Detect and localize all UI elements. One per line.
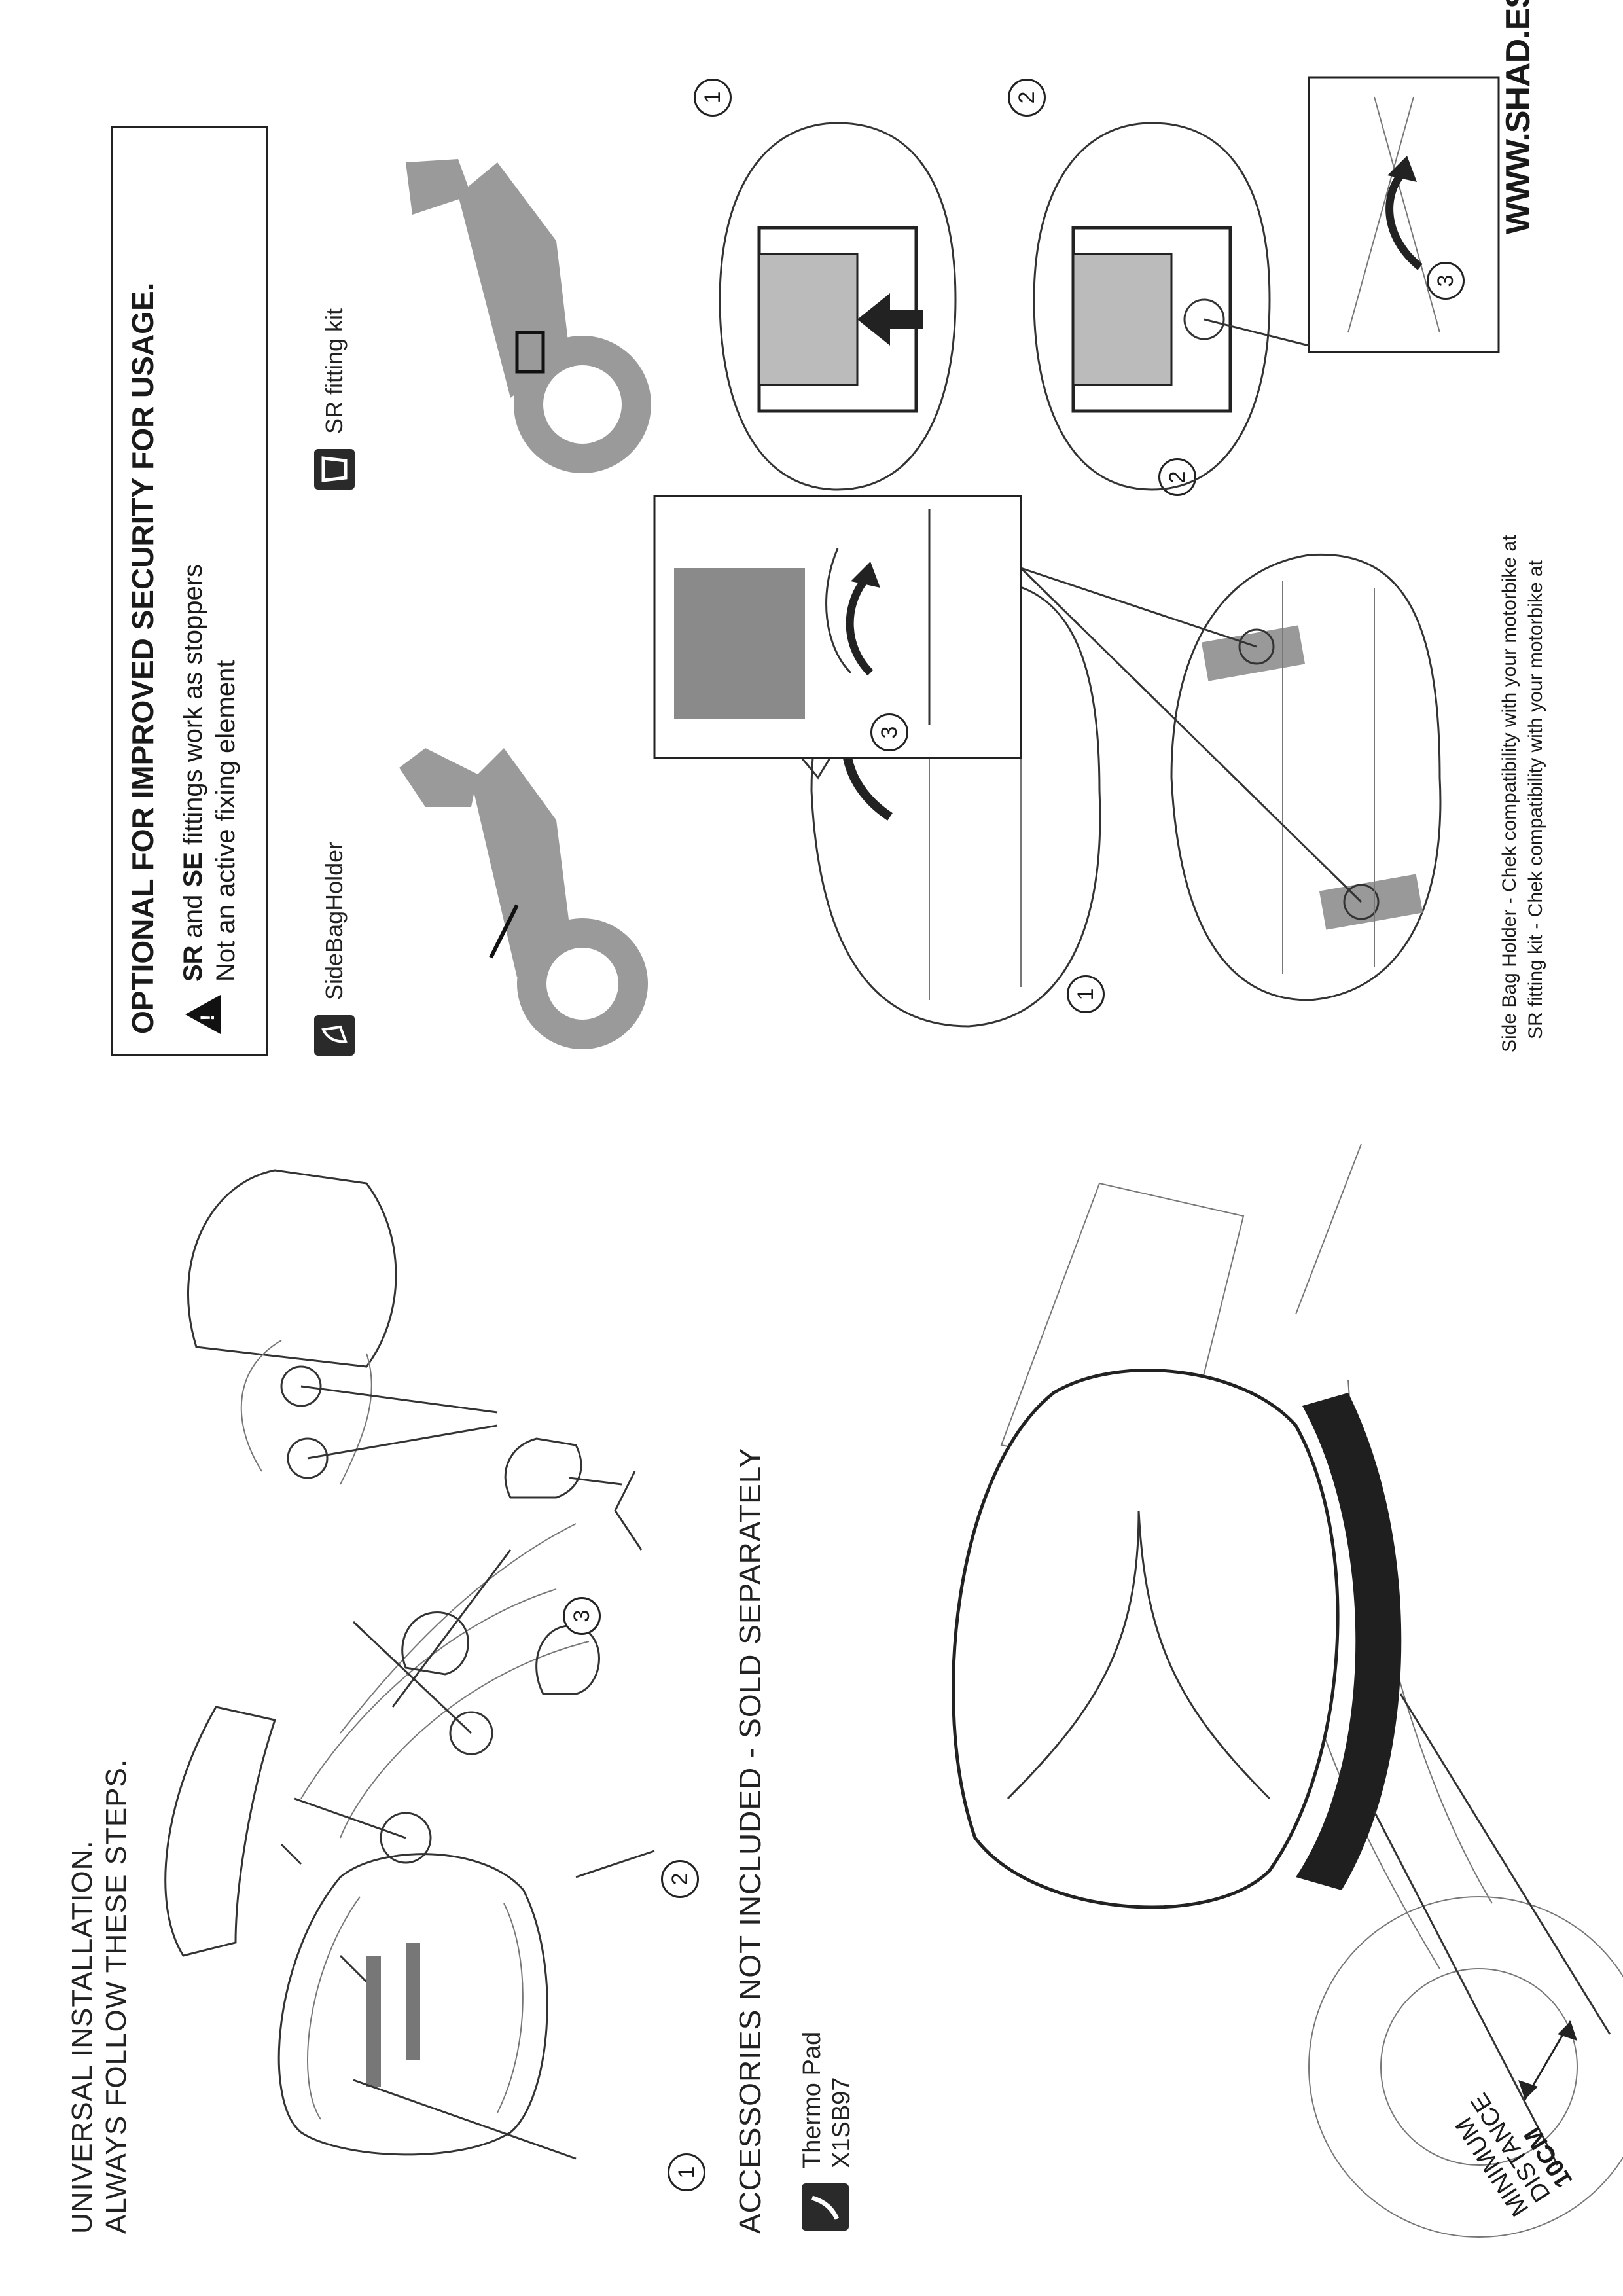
notice-sr: SR [179, 945, 207, 982]
thermo-pad-name: Thermo Pad [798, 2031, 826, 2168]
notice-title: OPTIONAL FOR IMPROVED SECURITY FOR USAGE… [126, 282, 160, 1034]
footer-line-1: Side Bag Holder - Chek compatibility wit… [1499, 535, 1520, 1052]
sr-fitting-kit-icon [314, 449, 355, 490]
shb-step-1-marker: 1 [1067, 975, 1105, 1013]
accessories-heading: ACCESSORIES NOT INCLUDED - SOLD SEPARATE… [733, 1447, 767, 2234]
thermo-pad-code: X1SB97 [828, 2077, 855, 2168]
installation-illustration [164, 1169, 655, 2160]
sr-fitting-kit-label: SR fitting kit [321, 308, 348, 434]
notice-and: and [179, 887, 207, 946]
sr-step-1-marker: 1 [694, 79, 732, 117]
side-bag-holder-icon [314, 1015, 355, 1056]
sr-fitting-kit-steps [719, 76, 1500, 491]
shb-step-3-marker: 3 [870, 713, 908, 751]
step-1-marker: 1 [668, 2153, 705, 2191]
step-2-marker: 2 [661, 1860, 699, 1898]
sr-step-3-marker: 3 [1427, 262, 1465, 300]
website-link[interactable]: WWW.SHAD.ES [1499, 0, 1537, 234]
motorbike-silhouette-side-bag-holder [399, 748, 648, 1049]
step-3-marker: 3 [563, 1597, 601, 1635]
footer-line-2: SR fitting kit - Chek compatibility with… [1525, 560, 1546, 1039]
notice-line-2: Not an active fixing element [211, 660, 240, 982]
thermo-pad-icon [802, 2183, 849, 2231]
thermo-pad-illustration [952, 1143, 1623, 2238]
security-notice-box: OPTIONAL FOR IMPROVED SECURITY FOR USAGE… [111, 126, 268, 1056]
warning-icon-mark: ! [197, 1014, 219, 1021]
notice-rest: fittings work as stoppers [179, 564, 207, 853]
notice-se: SE [179, 852, 207, 888]
side-bag-holder-steps [653, 495, 1442, 1028]
motorbike-silhouette-sr-kit [406, 159, 651, 473]
notice-line-1: SR and SE fittings work as stoppers [179, 564, 208, 982]
sr-step-2-marker: 2 [1008, 79, 1046, 117]
side-bag-holder-label: SideBagHolder [321, 841, 348, 1000]
